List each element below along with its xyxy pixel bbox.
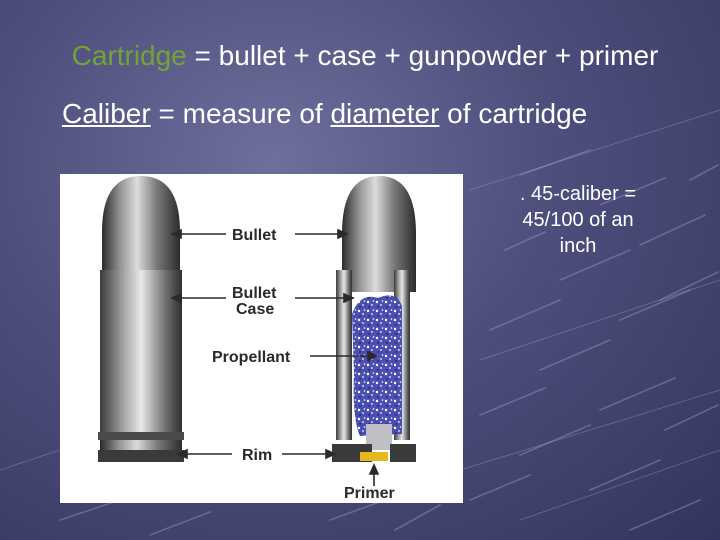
- slide-title: Cartridge = bullet + case + gunpowder + …: [0, 40, 720, 72]
- title-term: Cartridge: [71, 40, 187, 71]
- leader-arrows: [170, 228, 380, 486]
- subtitle-end: of cartridge: [439, 98, 588, 129]
- cartridge-illustration: Bullet Bullet Case Propellant Rim Primer: [98, 176, 416, 502]
- subtitle-mid: = measure of: [150, 98, 331, 129]
- label-bullet-case-bottom: Case: [236, 301, 274, 318]
- label-propellant: Propellant: [212, 349, 291, 366]
- intact-cartridge: [98, 176, 184, 462]
- label-primer: Primer: [344, 485, 395, 502]
- note-line-3: inch: [559, 235, 597, 257]
- note-line-1: . 45-caliber =: [519, 183, 637, 205]
- label-rim: Rim: [242, 447, 272, 464]
- slide-subtitle: Caliber = measure of diameter of cartrid…: [62, 98, 587, 130]
- subtitle-keyword: diameter: [330, 98, 440, 129]
- title-definition: = bullet + case + gunpowder + primer: [186, 40, 659, 71]
- caliber-note: . 45-caliber = 45/100 of an inch: [492, 181, 664, 259]
- note-line-2: 45/100 of an: [522, 209, 634, 231]
- cartridge-diagram: Bullet Bullet Case Propellant Rim Primer: [60, 174, 463, 503]
- label-bullet: Bullet: [232, 227, 277, 244]
- label-bullet-case-top: Bullet: [232, 285, 277, 302]
- cutaway-cartridge: [332, 176, 416, 462]
- subtitle-term: Caliber: [62, 98, 151, 129]
